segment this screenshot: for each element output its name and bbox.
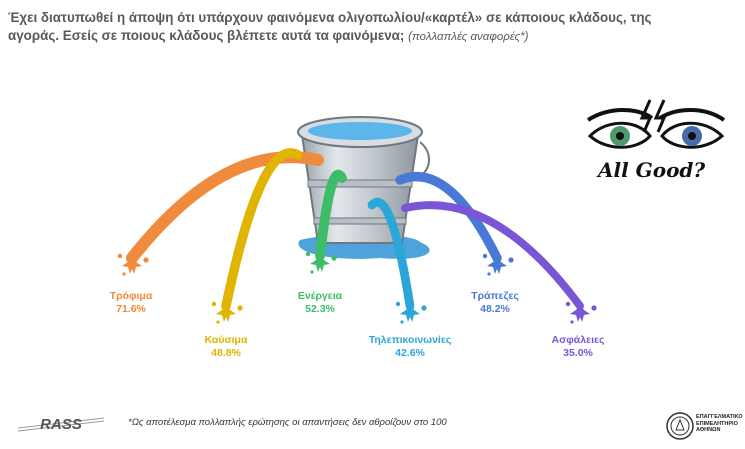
droplet-1-2 (143, 257, 149, 263)
category-value: 35.0% (563, 347, 593, 359)
stream-6 (401, 201, 584, 310)
droplet-1-3 (122, 272, 126, 276)
bucket-water (308, 122, 412, 140)
bucket-band (307, 179, 413, 188)
splash-6 (570, 304, 590, 322)
splash-2 (216, 304, 236, 322)
droplet-2-2 (237, 305, 243, 311)
droplet-4-1 (395, 301, 401, 307)
chamber-seal (666, 412, 694, 440)
splash-4 (400, 304, 420, 322)
title-note: (πολλαπλές αναφορές*) (408, 31, 529, 43)
title-main: Έχει διατυπωθεί η άποψη ότι υπάρχουν φαι… (8, 10, 652, 43)
page-title: Έχει διατυπωθεί η άποψη ότι υπάρχουν φαι… (8, 9, 698, 46)
droplet-3-1 (305, 251, 311, 257)
illustration-caption: All Good? (598, 158, 706, 182)
category-value: 71.6% (116, 303, 146, 315)
droplet-1-1 (117, 253, 123, 259)
droplet-6-1 (565, 301, 571, 307)
category-value: 52.3% (305, 303, 335, 315)
bucket-band (313, 217, 407, 225)
droplet-6-3 (570, 320, 574, 324)
droplet-4-2 (421, 305, 427, 311)
footnote: *Ως αποτέλεσμα πολλαπλής ερώτησης οι απα… (128, 417, 447, 428)
splash-5 (487, 256, 507, 274)
splash-1 (122, 256, 142, 274)
stream-5 (395, 171, 502, 263)
droplet-5-1 (482, 253, 488, 259)
category-name: Τρόφιμα (109, 290, 153, 302)
stream-2 (221, 148, 303, 311)
category-name: Ενέργεια (297, 290, 343, 302)
droplet-3-2 (331, 255, 337, 261)
eyes-illustration (586, 99, 726, 149)
category-name: Τράπεζες (471, 290, 519, 302)
category-name: Τηλεπικοινωνίες (368, 334, 452, 346)
stream-3 (315, 169, 347, 261)
category-value: 42.6% (395, 347, 425, 359)
category-name: Καύσιμα (204, 334, 248, 346)
droplet-6-2 (591, 305, 597, 311)
bucket-handle (419, 141, 430, 177)
droplet-5-3 (487, 272, 491, 276)
droplet-5-2 (508, 257, 514, 263)
droplet-2-3 (216, 320, 220, 324)
category-value: 48.8% (211, 347, 241, 359)
splash-3 (310, 254, 330, 272)
droplet-2-1 (211, 301, 217, 307)
seal-text: ΕΠΑΓΓΕΛΜΑΤΙΚΟ ΕΠΙΜΕΛΗΤΗΡΙΟ ΑΘΗΝΩΝ (696, 414, 743, 433)
stream-4 (367, 197, 415, 311)
category-name: Ασφάλειες (551, 334, 605, 346)
rass-logo: RASS (17, 416, 105, 433)
droplet-4-3 (400, 320, 404, 324)
droplet-3-3 (310, 270, 314, 274)
stream-1 (126, 151, 324, 264)
category-value: 48.2% (480, 303, 510, 315)
rass-logo-text: RASS (40, 416, 82, 433)
